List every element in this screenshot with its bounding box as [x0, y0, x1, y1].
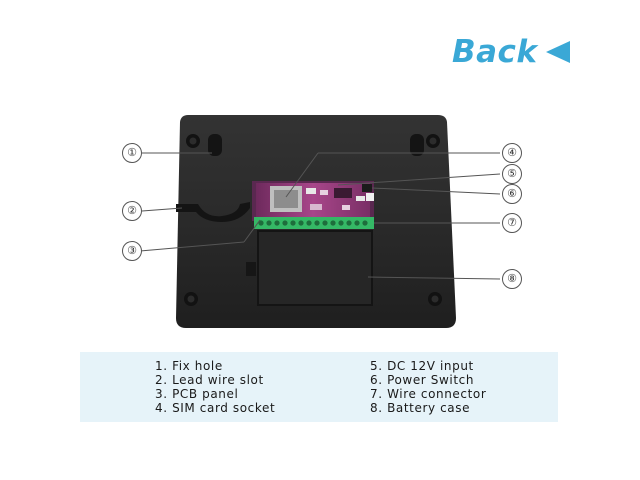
leader-lines [139, 152, 501, 280]
callout-7: ⑦ [502, 213, 522, 233]
callout-1: ① [122, 143, 142, 163]
back-button[interactable]: Back [452, 34, 570, 70]
dc-12v-input [362, 184, 372, 192]
battery-case [257, 230, 373, 306]
callout-8: ⑧ [502, 269, 522, 289]
legend-item-pcb-panel: 3. PCB panel [155, 387, 239, 401]
fix-hole-left [208, 134, 222, 156]
callout-2: ② [122, 201, 142, 221]
callout-4: ④ [502, 143, 522, 163]
lead-wire-slot [176, 202, 250, 222]
battery-case-clip [246, 262, 256, 276]
callout-3: ③ [122, 241, 142, 261]
triangle-left-icon [545, 41, 570, 63]
back-label: Back [452, 34, 538, 70]
legend-left-column: 1. Fix hole 2. Lead wire slot 3. PCB pan… [155, 359, 275, 415]
legend-right-column: 5. DC 12V input 6. Power Switch 7. Wire … [370, 359, 486, 415]
fix-hole-right [410, 134, 424, 156]
legend-item-power-switch: 6. Power Switch [370, 373, 475, 387]
legend-item-dc-input: 5. DC 12V input [370, 359, 474, 373]
screw-bottom-left [184, 292, 198, 306]
power-switch [366, 193, 374, 201]
legend-item-lead-wire-slot: 2. Lead wire slot [155, 373, 264, 387]
screw-top-left [186, 134, 200, 148]
legend-item-wire-connector: 7. Wire connector [370, 387, 487, 401]
callout-5: ⑤ [502, 164, 522, 184]
legend-item-battery-case: 8. Battery case [370, 401, 471, 415]
legend-item-fix-hole: 1. Fix hole [155, 359, 223, 373]
screw-bottom-right [428, 292, 442, 306]
callout-6: ⑥ [502, 184, 522, 204]
legend-box: 1. Fix hole 2. Lead wire slot 3. PCB pan… [80, 352, 558, 422]
wire-connector [254, 217, 374, 229]
legend-item-sim-card-socket: 4. SIM card socket [155, 401, 276, 415]
connector-screws [258, 220, 368, 226]
screw-top-right [426, 134, 440, 148]
